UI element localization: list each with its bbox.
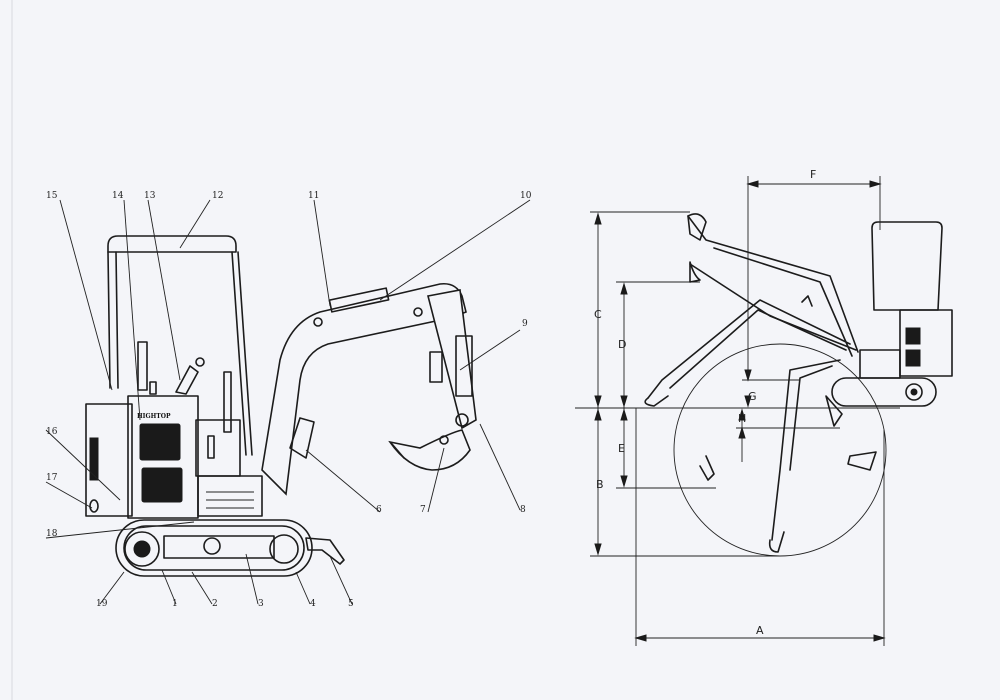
range-machine	[831, 221, 953, 407]
part-label-16: 16	[46, 427, 58, 437]
dim-label-d: D	[618, 338, 626, 351]
part-label-6: 6	[376, 505, 382, 515]
part-labels: 15 14 13 12 11 10 9 8 7 6 16 17 18 19 1 …	[46, 191, 532, 609]
part-label-2: 2	[212, 599, 218, 609]
leader-lines	[45, 199, 531, 605]
part-label-4: 4	[310, 599, 316, 609]
part-label-14: 14	[112, 191, 124, 201]
part-label-17: 17	[46, 473, 58, 483]
range-arm-positions	[644, 213, 877, 553]
part-label-15: 15	[46, 191, 58, 201]
undercarriage	[115, 519, 345, 577]
brand-label: HIGHTOP	[137, 413, 171, 420]
dim-label-g: G	[748, 390, 757, 403]
part-label-9: 9	[522, 319, 528, 329]
excavator-working-range-view: A B C D E F G H	[575, 168, 953, 646]
canopy	[107, 235, 253, 456]
part-label-1: 1	[172, 599, 178, 609]
engine-cover: HIGHTOP	[85, 395, 263, 519]
dim-label-c: C	[594, 308, 602, 321]
dimension-labels: A B C D E F G H	[594, 168, 816, 637]
part-label-5: 5	[348, 599, 354, 609]
part-label-3: 3	[258, 599, 264, 609]
part-label-18: 18	[46, 529, 58, 539]
dimension-lines	[594, 176, 886, 646]
dim-label-f: F	[810, 168, 816, 181]
part-label-11: 11	[308, 191, 319, 201]
dim-label-a: A	[756, 624, 764, 637]
dim-label-h: H	[738, 412, 746, 425]
digging-range-circle	[673, 343, 887, 557]
dim-label-e: E	[618, 442, 625, 455]
dim-label-b: B	[596, 478, 604, 491]
part-label-12: 12	[212, 191, 223, 201]
part-label-10: 10	[520, 191, 532, 201]
bucket	[388, 429, 471, 471]
excavator-side-view: HIGHTOP	[45, 191, 532, 609]
control-levers	[137, 341, 232, 433]
part-label-19: 19	[96, 599, 108, 609]
boom-and-arm	[261, 282, 477, 496]
part-label-7: 7	[420, 505, 426, 515]
part-label-8: 8	[520, 505, 526, 515]
part-label-13: 13	[144, 191, 156, 201]
